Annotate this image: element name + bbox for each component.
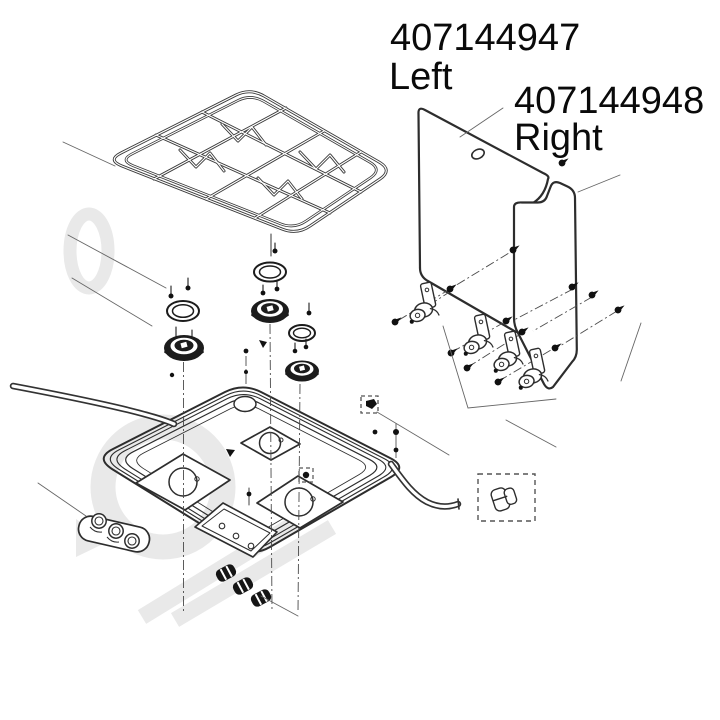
- part-number-left-lid: 407144947: [390, 17, 581, 59]
- burner-assembly-rear-right: [285, 302, 319, 382]
- cooktop-tub: [102, 386, 401, 558]
- gas-supply-pipe: [13, 386, 459, 510]
- lid-hole: [471, 148, 485, 160]
- control-panel-strip: [77, 513, 151, 553]
- burner-assembly-front-left: [164, 277, 204, 378]
- mounting-screws: [391, 158, 625, 386]
- leader-lines: [37, 107, 642, 617]
- burner-assembly-middle: [243, 233, 289, 374]
- lid-hinges: [409, 281, 549, 390]
- knob-stems: [215, 564, 272, 607]
- pan-support-grate: [114, 92, 386, 232]
- pipe-clip: [477, 473, 536, 522]
- part-number-right-lid: 407144948: [514, 80, 705, 122]
- part-side-label-right: Right: [514, 117, 603, 159]
- fastener-details: [298, 395, 399, 483]
- part-side-label-left: Left: [389, 56, 453, 98]
- glass-lid-right: [512, 181, 578, 390]
